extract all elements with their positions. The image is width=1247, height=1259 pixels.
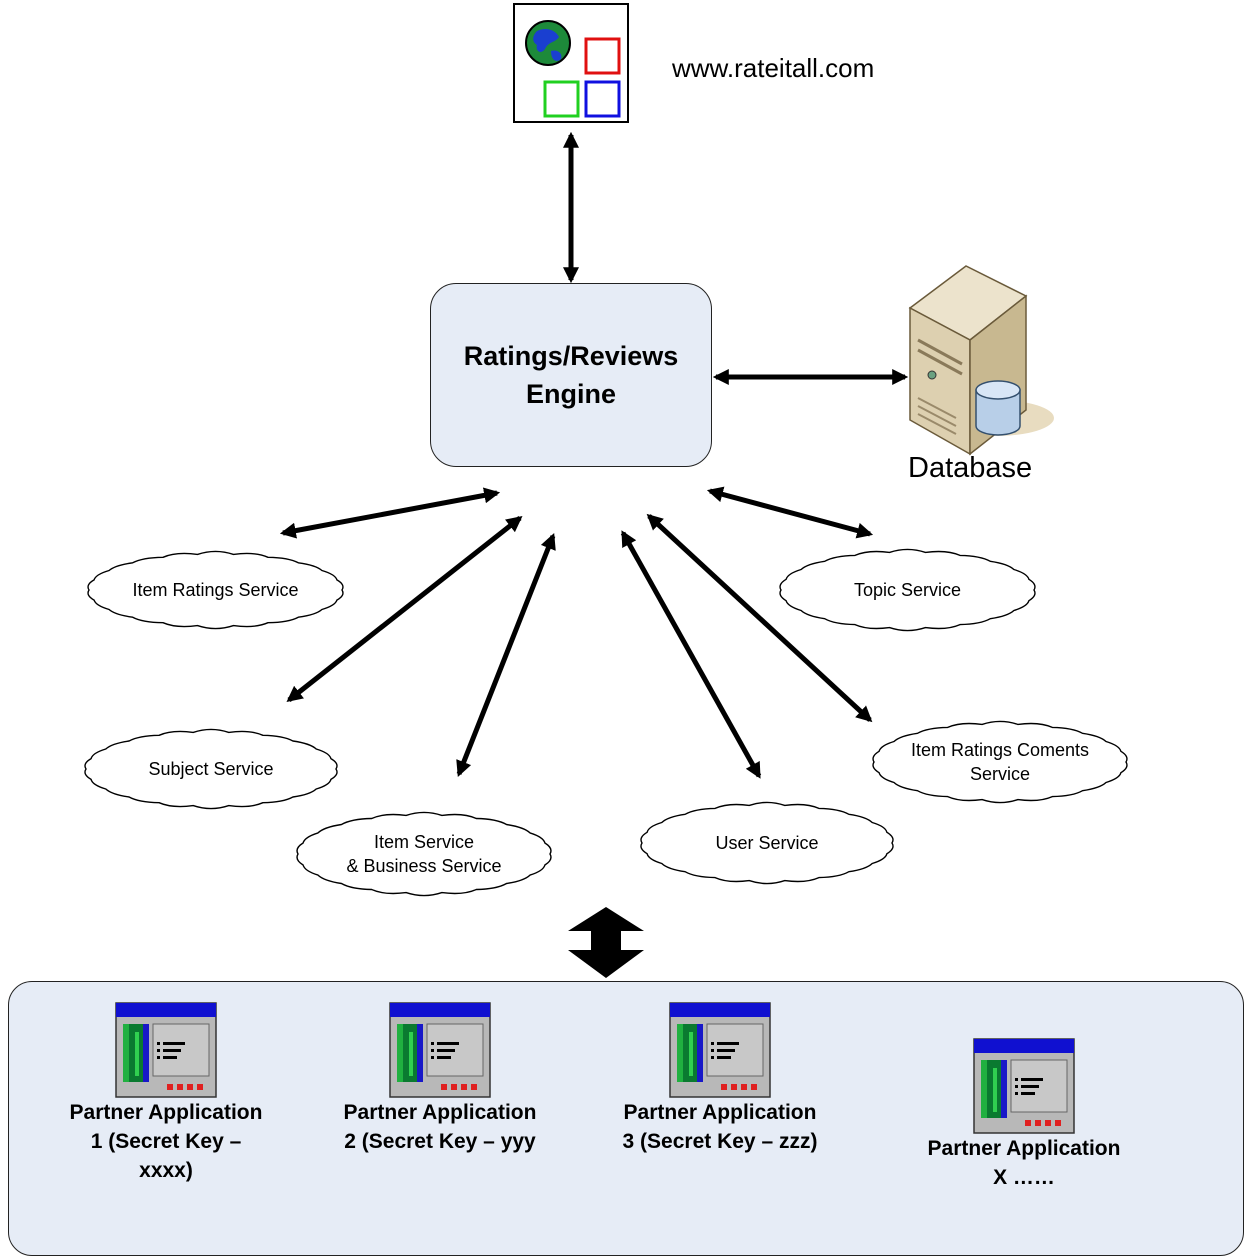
- engine-label-line2: Engine: [525, 379, 616, 409]
- partner-label: Partner Application 2 (Secret Key – yyy: [343, 1101, 537, 1153]
- partner-app-x: Partner Application X ……: [906, 1038, 1142, 1192]
- service-label: Topic Service: [853, 580, 962, 600]
- service-label: User Service: [715, 833, 819, 853]
- database-label: Database: [908, 452, 1033, 484]
- arrow-topic: [706, 486, 874, 539]
- website-icon: [513, 3, 629, 123]
- service-label: Item Ratings Coments Service: [910, 740, 1090, 784]
- arrow-user: [620, 530, 762, 779]
- service-item-ratings-comments: Item Ratings Coments Service: [868, 719, 1132, 805]
- partner-app-2: Partner Application 2 (Secret Key – yyy: [322, 1002, 558, 1156]
- database-server-icon: [908, 265, 1054, 456]
- partner-app-1: Partner Application 1 (Secret Key – xxxx…: [48, 1002, 284, 1185]
- partner-label: Partner Application 3 (Secret Key – zzz): [622, 1101, 818, 1153]
- service-subject: Subject Service: [80, 727, 342, 811]
- service-topic: Topic Service: [775, 547, 1040, 633]
- arrow-item-ratings: [279, 487, 501, 539]
- engine-label-line1: Ratings/Reviews: [463, 341, 679, 371]
- application-window-icon: [669, 1002, 771, 1098]
- service-label: Item Ratings Service: [132, 580, 299, 600]
- service-user: User Service: [636, 800, 898, 886]
- partner-label: Partner Application 1 (Secret Key – xxxx…: [69, 1101, 263, 1182]
- partner-label: Partner Application X ……: [927, 1137, 1121, 1189]
- website-url: www.rateitall.com: [672, 53, 875, 83]
- application-window-icon: [115, 1002, 217, 1098]
- arrow-item-ratings-comments: [646, 513, 873, 723]
- application-window-icon: [973, 1038, 1075, 1134]
- ratings-reviews-engine: Ratings/Reviews Engine: [430, 283, 712, 467]
- service-label: Subject Service: [148, 759, 274, 779]
- application-window-icon: [389, 1002, 491, 1098]
- service-label: Item Service & Business Service: [346, 832, 502, 876]
- arrow-item-business: [456, 533, 556, 777]
- arrow-services-partners: [568, 907, 644, 978]
- service-item-ratings: Item Ratings Service: [83, 549, 348, 631]
- service-item-business: Item Service & Business Service: [292, 810, 556, 898]
- partner-app-3: Partner Application 3 (Secret Key – zzz): [602, 1002, 838, 1156]
